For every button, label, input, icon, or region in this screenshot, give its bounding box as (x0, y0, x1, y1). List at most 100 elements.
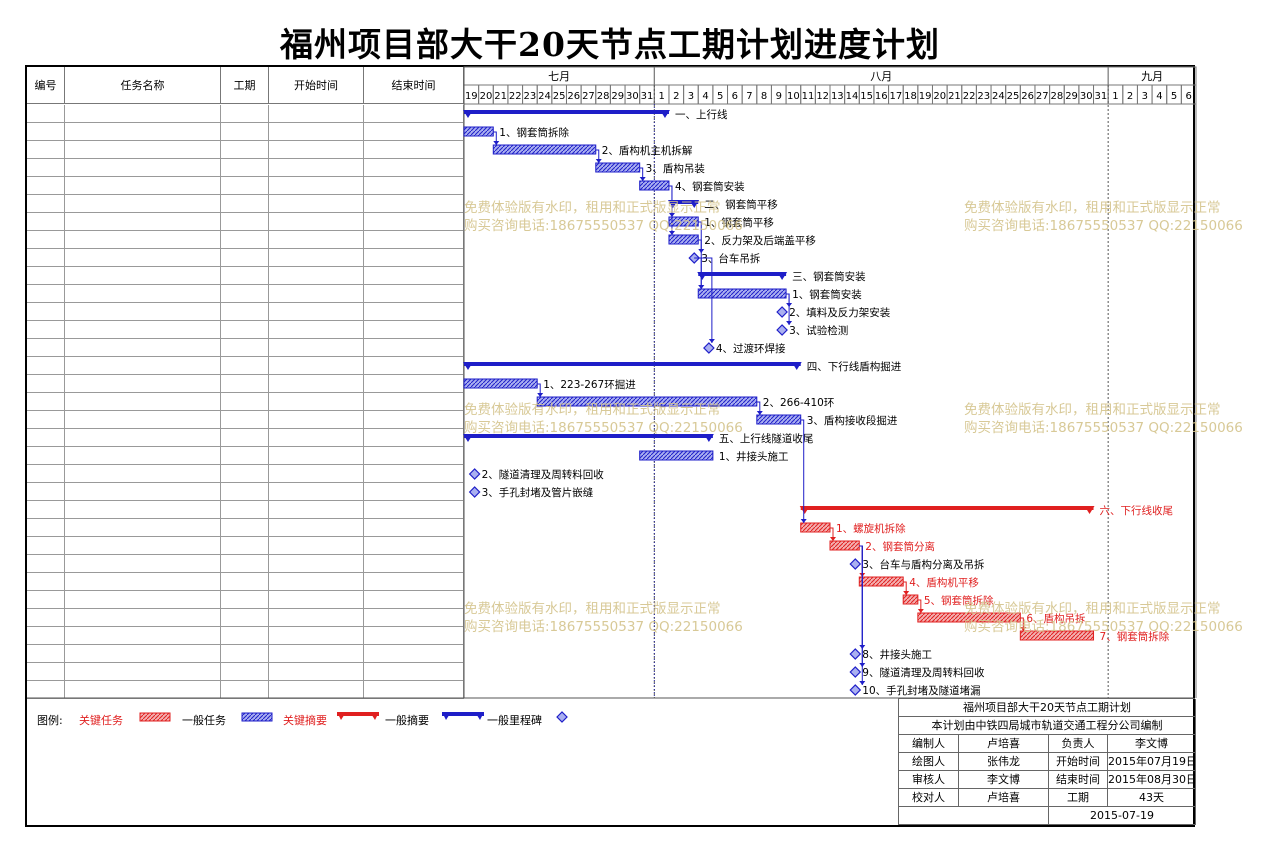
cell-no (27, 483, 65, 501)
milestone (849, 684, 862, 696)
dependency-link (537, 383, 541, 397)
dependency-arrow (668, 231, 675, 235)
info-cell: 校对人 (899, 789, 959, 807)
cell-start (269, 321, 364, 339)
cell-name (65, 393, 221, 411)
day-label: 30 (1080, 91, 1093, 102)
cell-no (27, 375, 65, 393)
cell-no (27, 519, 65, 537)
task-bar (697, 288, 787, 299)
dependency-arrow (1020, 627, 1027, 631)
milestone (776, 324, 788, 336)
cell-start (269, 555, 364, 573)
milestone (776, 306, 788, 318)
info-cell: 工期 (1049, 789, 1108, 807)
cell-start (269, 645, 364, 663)
cell-dur (221, 609, 269, 627)
summary-bar (464, 362, 801, 366)
legend-normal-summary-swatch-cap-start (442, 712, 451, 720)
cell-no (27, 645, 65, 663)
milestone (468, 486, 481, 498)
bar-label: 2、钢套筒分离 (865, 540, 935, 553)
dependency-link (786, 293, 790, 325)
cell-start (269, 249, 364, 267)
cell-name (65, 591, 221, 609)
cell-start (269, 123, 364, 141)
dependency-link (639, 167, 644, 181)
cell-no (27, 321, 65, 339)
legend-critical-summary-swatch-cap-end (370, 712, 379, 720)
cell-dur (221, 303, 269, 321)
day-label: 6 (1185, 91, 1191, 102)
legend-critical-task-swatch (139, 712, 171, 722)
task-bar (639, 180, 670, 191)
bar-label: 3、台车与盾构分离及吊拆 (862, 558, 984, 571)
cell-dur (221, 645, 269, 663)
cell-dur (221, 339, 269, 357)
cell-name (65, 447, 221, 465)
legend-critical-task: 关键任务 (79, 714, 123, 727)
info-cell: 绘图人 (899, 753, 959, 771)
day-label: 25 (553, 91, 566, 102)
bar-label: 四、下行线盾构掘进 (807, 360, 902, 373)
day-label: 23 (524, 91, 537, 102)
bar-label: 2、盾构机主机拆解 (602, 144, 693, 157)
info-cell: 编制人 (899, 735, 959, 753)
cell-name (65, 609, 221, 627)
cell-no (27, 465, 65, 483)
cell-dur (221, 663, 269, 681)
cell-no (27, 627, 65, 645)
day-label: 23 (977, 91, 990, 102)
task-bar (756, 414, 802, 425)
cell-dur (221, 285, 269, 303)
milestone (849, 648, 862, 660)
legend-critical-summary-swatch-cap-start (337, 712, 346, 720)
cell-no (27, 141, 65, 159)
bar-label: 2、填料及反力架安装 (789, 306, 891, 319)
cell-name (65, 303, 221, 321)
day-label: 7 (746, 91, 752, 102)
task-bar (1019, 630, 1095, 641)
cell-dur (221, 249, 269, 267)
cell-name (65, 195, 221, 213)
cell-dur (221, 411, 269, 429)
task-bar (917, 612, 1021, 623)
cell-name (65, 573, 221, 591)
day-label: 2 (1127, 91, 1133, 102)
cell-no (27, 609, 65, 627)
dependency-arrow (786, 321, 793, 325)
cell-start (269, 681, 364, 699)
legend-critical-summary: 关键摘要 (283, 714, 327, 727)
info-panel: 福州项目部大干20天节点工期计划 本计划由中铁四局城市轨道交通工程分公司编制 编… (898, 698, 1196, 825)
cell-dur (221, 213, 269, 231)
cell-name (65, 285, 221, 303)
info-cell: 43天 (1108, 789, 1196, 807)
dependency-arrow (708, 339, 715, 343)
summary-bar (464, 110, 669, 114)
cell-start (269, 483, 364, 501)
cell-name (65, 465, 221, 483)
day-label: 18 (904, 91, 917, 102)
cell-no (27, 285, 65, 303)
bar-label: 3、台车吊拆 (701, 252, 760, 265)
bar-label: 1、钢套筒安装 (792, 288, 862, 301)
cell-name (65, 375, 221, 393)
dependency-link (830, 527, 834, 541)
bar-label: 1、螺旋机拆除 (836, 522, 906, 535)
cell-name (65, 429, 221, 447)
bar-label: 2、266-410环 (763, 397, 835, 409)
legend-milestone-swatch (556, 711, 568, 723)
cell-name (65, 357, 221, 375)
bar-label: 六、下行线收尾 (1100, 504, 1174, 517)
info-cell: 卢培喜 (959, 789, 1049, 807)
day-label: 11 (802, 91, 815, 102)
bar-label: 一、上行线 (675, 108, 728, 121)
summary-cap-start (463, 362, 473, 370)
cell-name (65, 483, 221, 501)
day-label: 29 (611, 91, 624, 102)
cell-dur (221, 321, 269, 339)
dependency-link (493, 131, 497, 145)
cell-name (65, 555, 221, 573)
dependency-link (903, 581, 907, 595)
